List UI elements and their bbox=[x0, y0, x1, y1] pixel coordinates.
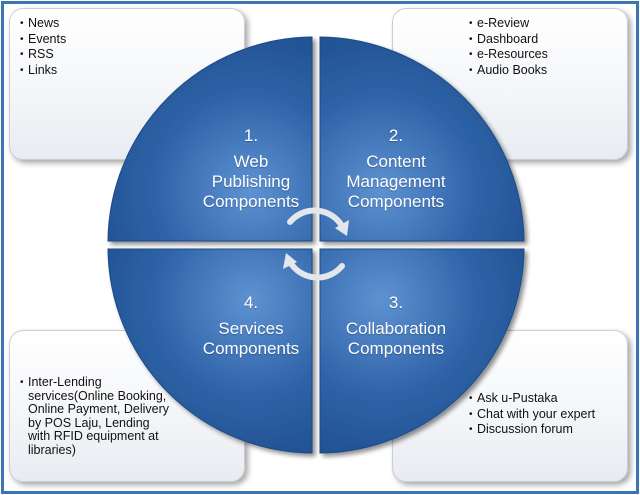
quadrant-number: 1. bbox=[243, 126, 259, 145]
list-item: News bbox=[20, 16, 244, 32]
list-item: Events bbox=[20, 32, 244, 48]
collaboration-label: 3. Collaboration Components bbox=[326, 293, 466, 359]
quadrant-number: 4. bbox=[243, 293, 259, 312]
quadrant-title-line: Components bbox=[202, 339, 300, 358]
list-item: Dashboard bbox=[469, 32, 627, 48]
content-management-label: 2. Content Management Components bbox=[326, 126, 466, 212]
list-item: Ask u-Pustaka bbox=[469, 391, 627, 407]
list-item: Inter-Lending services(Online Booking, O… bbox=[20, 375, 170, 457]
services-label: 4. Services Components bbox=[190, 293, 312, 359]
quadrant-title-line: Web bbox=[233, 152, 269, 171]
list-item: Links bbox=[20, 63, 244, 79]
quadrant-title-line: Components bbox=[347, 339, 445, 358]
quadrant-title-line: Collaboration bbox=[345, 319, 447, 338]
quadrant-title-line: Publishing bbox=[211, 172, 291, 191]
quadrant-title-line: Content bbox=[366, 152, 426, 171]
list-item: Discussion forum bbox=[469, 422, 627, 438]
list-item: Audio Books bbox=[469, 63, 627, 79]
quadrant-number: 2. bbox=[388, 126, 404, 145]
quadrant-title-line: Components bbox=[347, 192, 445, 211]
list-item: Chat with your expert bbox=[469, 407, 627, 423]
list-item: RSS bbox=[20, 47, 244, 63]
quadrant-number: 3. bbox=[388, 293, 404, 312]
quadrant-title-line: Services bbox=[218, 319, 284, 338]
quadrant-title-line: Management bbox=[346, 172, 446, 191]
quadrant-title-line: Components bbox=[202, 192, 300, 211]
list-item: e-Review bbox=[469, 16, 627, 32]
list-item: e-Resources bbox=[469, 47, 627, 63]
web-publishing-label: 1. Web Publishing Components bbox=[190, 126, 312, 212]
